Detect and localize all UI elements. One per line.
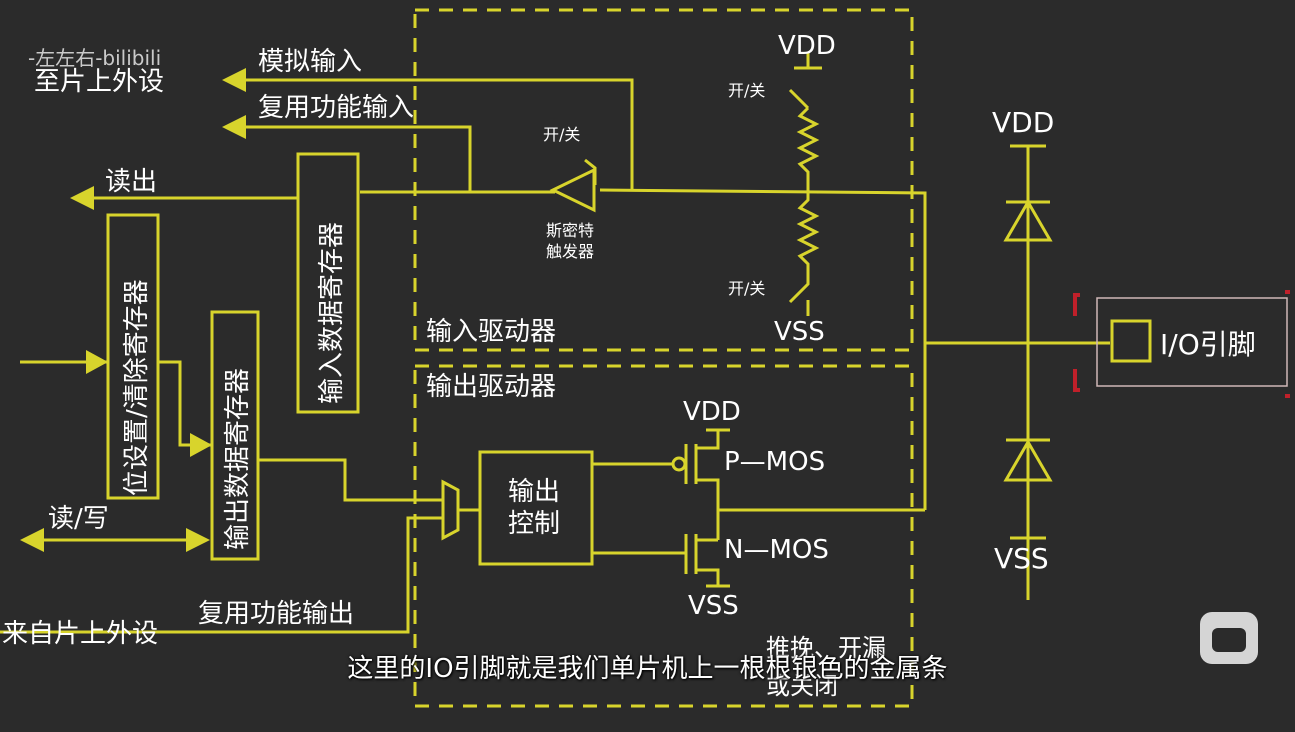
- label-analog-in: 模拟输入: [258, 47, 362, 77]
- label-schmitt2: 触发器: [546, 242, 594, 261]
- label-to-onchip: 至片上外设: [34, 67, 164, 97]
- arrow-alt-in: [222, 115, 246, 139]
- diode-bottom: [1003, 439, 1053, 482]
- pull-resistors: [788, 88, 820, 304]
- diode-top: [1003, 199, 1053, 242]
- label-io-pin: I/O引脚: [1160, 328, 1256, 361]
- label-vdd-diode: VDD: [992, 106, 1054, 139]
- pin-marker-right: [1285, 290, 1290, 398]
- wire-alt-in: [230, 125, 472, 192]
- label-vss-input: VSS: [774, 317, 825, 347]
- label-pull-onoff-top: 开/关: [728, 81, 765, 100]
- label-readout: 读出: [105, 167, 157, 197]
- label-output-ctrl1: 输出: [508, 477, 560, 507]
- wire-pad-bus: [599, 188, 927, 510]
- output-control-box: [478, 450, 594, 566]
- input-driver-box: [413, 8, 914, 352]
- bsrr-box: [106, 213, 160, 500]
- label-push-pull: 推挽、开漏: [766, 634, 886, 662]
- label-input-driver: 输入驱动器: [426, 317, 556, 347]
- arrow-rw-left: [20, 528, 44, 552]
- label-bsrr: 位设置/清除寄存器: [122, 279, 152, 496]
- arrow-readout: [70, 186, 94, 210]
- input-data-register-box: [296, 152, 360, 414]
- label-vss-diode: VSS: [994, 542, 1049, 575]
- wire-odr-mux: [258, 458, 443, 502]
- output-data-register-box: [210, 310, 260, 561]
- label-vdd-top: VDD: [778, 31, 836, 61]
- label-read-write: 读/写: [48, 504, 109, 534]
- pin-frame: [1096, 297, 1288, 387]
- label-pmos: P—MOS: [724, 447, 825, 477]
- mos-pair: [684, 428, 925, 588]
- arrow-analog: [222, 68, 246, 92]
- label-schmitt: 斯密特: [546, 221, 594, 240]
- bilibili-tv-icon[interactable]: [1200, 612, 1258, 664]
- schmitt-trigger-symbol: [549, 167, 596, 213]
- label-output-data-register: 输出数据寄存器: [223, 368, 253, 550]
- label-alt-out: 复用功能输出: [198, 599, 354, 629]
- label-pull-onoff-bottom: 开/关: [728, 279, 765, 298]
- pin-marker-left: [1073, 293, 1080, 392]
- label-vdd-out: VDD: [683, 397, 741, 427]
- label-output-driver: 输出驱动器: [426, 372, 556, 402]
- output-driver-box: [413, 364, 914, 708]
- wire-bsrr-odr: [158, 360, 212, 447]
- wire-analog: [230, 78, 634, 190]
- label-from-onchip: 来自片上外设: [2, 619, 158, 649]
- label-output-ctrl2: 控制: [508, 509, 560, 539]
- output-mux: [441, 479, 460, 541]
- io-pad: [1110, 319, 1152, 363]
- label-alt-in: 复用功能输入: [258, 93, 414, 123]
- arrow-rw-right: [186, 528, 210, 552]
- label-or-off: 或关闭: [766, 672, 838, 700]
- diode-bottom-bar: [1006, 438, 1050, 540]
- pmos-bubble: [671, 456, 687, 472]
- video-subtitle: 这里的IO引脚就是我们单片机上一根根银色的金属条: [347, 654, 948, 684]
- bilibili-watermark: -左左右-bilibili: [28, 46, 162, 70]
- label-schmitt-onoff: 开/关: [543, 125, 580, 144]
- label-input-data-register: 输入数据寄存器: [317, 222, 347, 404]
- label-vss-out: VSS: [688, 591, 739, 621]
- wire-alt-out: [0, 516, 443, 634]
- label-nmos: N—MOS: [724, 535, 829, 565]
